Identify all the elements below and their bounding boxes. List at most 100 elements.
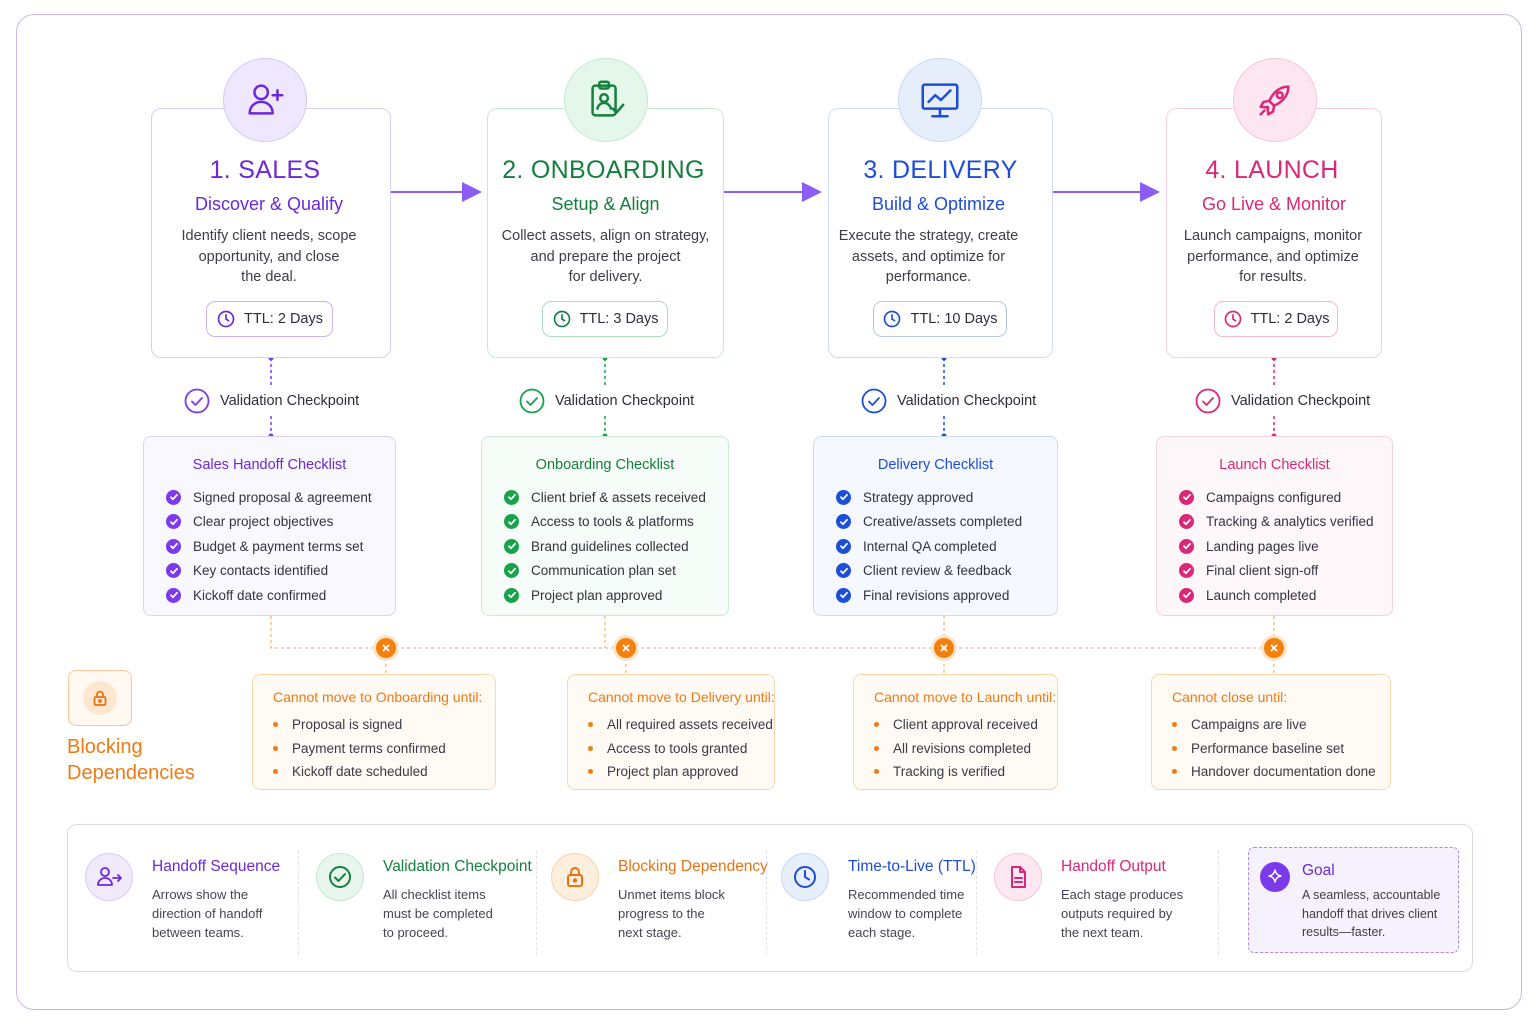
legend-handoff-sequence: Handoff Sequence Arrows show the directi… [85,853,295,953]
bullet-icon [1172,769,1177,775]
checklist-item: Brand guidelines collected [504,534,728,559]
checklist-item-label: Strategy approved [863,489,974,505]
blocking-item-label: Client approval received [893,717,1038,733]
blocking-card-launch: Cannot close until: Campaigns are live P… [1151,674,1391,790]
heading-line: Dependencies [67,762,195,784]
check-icon [836,538,851,554]
blocking-item: Payment terms confirmed [273,737,495,761]
blocking-item-label: Proposal is signed [292,717,403,733]
validation-checkpoint-onboarding: Validation Checkpoint [519,386,694,416]
ttl-label: TTL: 10 Days [910,311,998,327]
blocking-card-title: Cannot move to Delivery until: [588,689,775,705]
bullet-icon [1172,745,1177,751]
clock-icon [1224,310,1241,328]
description-line: Execute the strategy, create [838,228,1019,244]
check-icon [1179,514,1194,530]
stage-subtitle-launch: Go Live & Monitor [1201,194,1347,214]
blocking-item: Project plan approved [588,760,774,784]
checklist-title: Launch Checklist [1219,457,1330,473]
bullet-icon [1172,722,1177,728]
checklist-item-label: Key contacts identified [193,563,329,579]
check-icon [1179,563,1194,579]
legend-title: Handoff Sequence [152,858,281,875]
stage-title-launch: 4. LAUNCH [1205,156,1339,184]
legend-title: Blocking Dependency [618,858,768,875]
blocking-item-label: All required assets received [607,717,773,733]
checklist-item-label: Signed proposal & agreement [193,489,372,505]
clock-icon [884,310,901,328]
checklist-item: Creative/assets completed [836,510,1057,535]
blocking-item-label: Tracking is verified [893,764,1006,780]
check-icon [166,563,181,579]
blocking-card-title: Cannot move to Launch until: [874,689,1057,705]
checklist-item: Client brief & assets received [504,485,728,510]
checklist-item-label: Campaigns configured [1206,489,1342,505]
legend-title: Time-to-Live (TTL) [848,858,976,875]
checklist-item-label: Client brief & assets received [531,489,706,505]
check-icon [836,489,851,505]
blocking-item: Kickoff date scheduled [273,760,495,784]
description-line: Launch campaigns, monitor [1183,228,1363,244]
block-x-icon [616,638,636,658]
checklist-item: Launch completed [1179,583,1392,608]
description-line: All checklist items [383,887,486,902]
description-line: handoff that drives client [1302,906,1438,921]
checklist-item-label: Creative/assets completed [863,514,1023,530]
description-line: assets, and optimize for [851,248,1006,265]
check-icon [504,587,519,603]
check-icon [836,514,851,530]
checklist-item: Budget & payment terms set [166,534,395,559]
validation-checkpoint-delivery: Validation Checkpoint [861,386,1036,416]
blocking-item: Tracking is verified [874,760,1057,784]
stage-description-launch: Launch campaigns, monitor performance, a… [1166,226,1380,288]
description-line: Recommended time [848,887,965,902]
description-line: progress to the [618,906,705,921]
checkpoint-label: Validation Checkpoint [1231,393,1371,409]
blocking-card-title: Cannot close until: [1172,689,1288,705]
checklist-item-label: Final client sign-off [1206,563,1319,579]
ttl-badge-delivery: TTL: 10 Days [873,301,1007,337]
bullet-icon [588,745,593,751]
checklist-item: Access to tools & platforms [504,510,728,535]
heading-line: Blocking [67,736,143,758]
validation-checkpoint-sales: Validation Checkpoint [184,386,359,416]
checklist-item-label: Tracking & analytics verified [1206,514,1374,530]
user-plus-icon [223,58,307,142]
bullet-icon [273,745,278,751]
stage-title-delivery: 3. DELIVERY [863,156,1018,184]
stage-subtitle-delivery: Build & Optimize [871,194,1006,214]
blocking-item-label: Project plan approved [607,764,739,780]
blocking-item: Client approval received [874,713,1057,737]
check-circle-icon [184,388,210,414]
description-line: outputs required by [1061,906,1173,921]
ttl-badge-onboarding: TTL: 3 Days [542,301,668,337]
check-icon [504,489,519,505]
stage-title-onboarding: 2. ONBOARDING [502,156,705,184]
legend-title: Validation Checkpoint [383,858,532,875]
checkpoint-label: Validation Checkpoint [897,393,1037,409]
check-icon [1179,587,1194,603]
description-line: the deal. [241,269,297,285]
blocking-item: Performance baseline set [1172,737,1390,761]
description-line: Collect assets, align on strategy, [501,228,710,244]
legend-description: Recommended time window to complete each… [848,885,964,942]
blocking-item: Campaigns are live [1172,713,1390,737]
description-line: between teams. [152,925,244,940]
stage-subtitle-onboarding: Setup & Align [551,194,660,214]
legend-description: All checklist items must be completed to… [383,885,493,942]
check-icon [166,514,181,530]
legend-divider [298,851,299,955]
checklist-item-label: Access to tools & platforms [531,514,694,530]
checkpoint-label: Validation Checkpoint [220,393,360,409]
bullet-icon [874,769,879,775]
ttl-label: TTL: 2 Days [244,311,323,327]
blocking-item-label: All revisions completed [893,740,1032,756]
legend-handoff-output: Handoff Output Each stage produces outpu… [994,853,1204,953]
blocking-card-sales: Cannot move to Onboarding until: Proposa… [252,674,496,790]
checklist-item: Landing pages live [1179,534,1392,559]
checklist-item-label: Kickoff date confirmed [193,587,327,603]
checkpoint-label: Validation Checkpoint [555,393,695,409]
description-line: direction of handoff [152,906,263,921]
goal-description: A seamless, accountable handoff that dri… [1302,886,1452,942]
legend-divider [1218,851,1219,955]
